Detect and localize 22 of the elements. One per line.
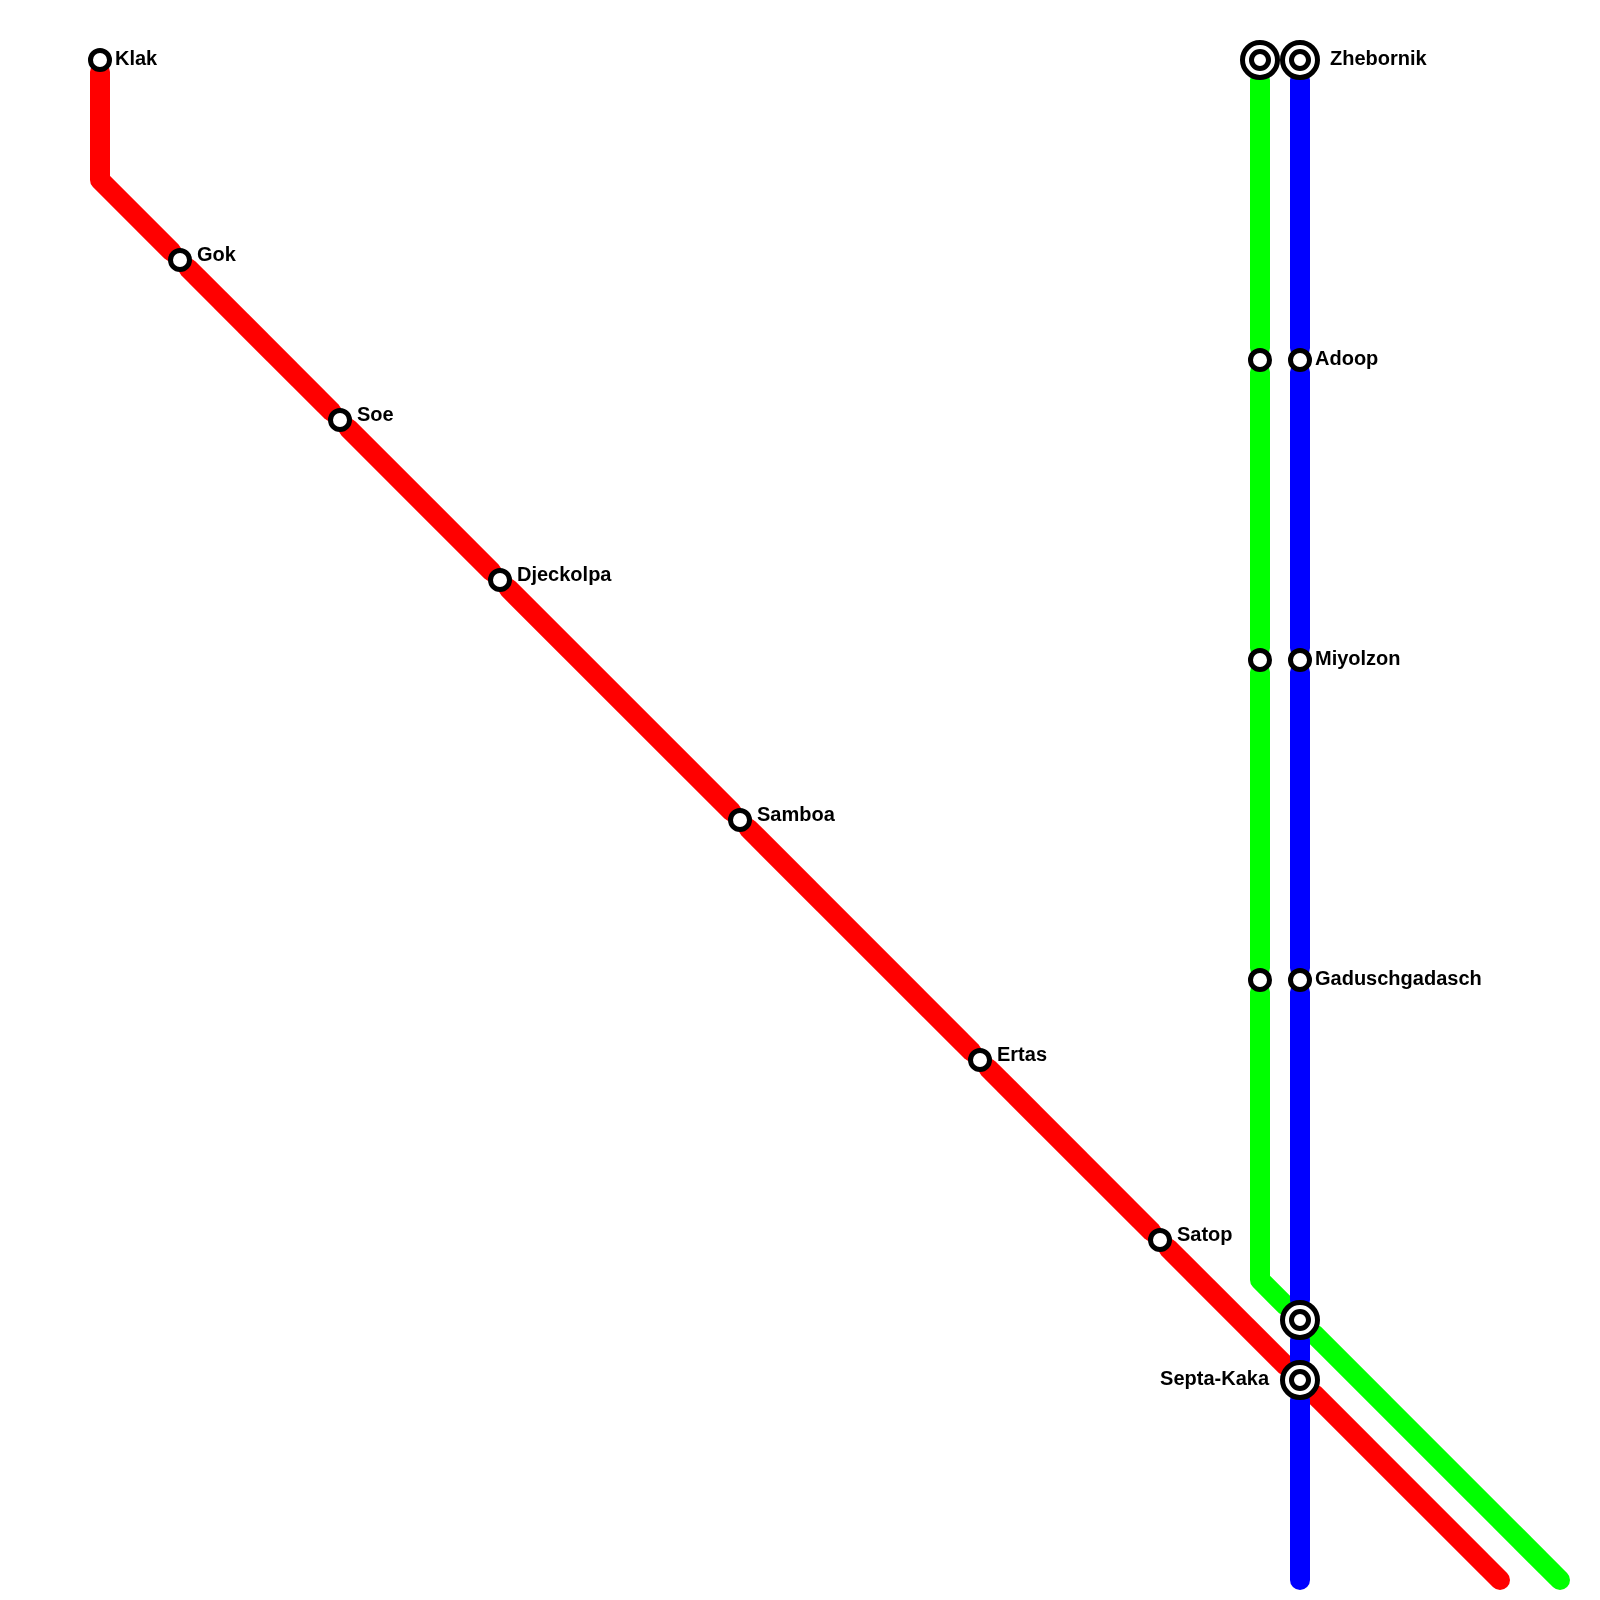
interchange-marker (1240, 40, 1280, 80)
station-name: Gaduschgadasch (1315, 968, 1482, 988)
station-name: Gok (197, 244, 236, 264)
station-name: Miyolzon (1315, 648, 1401, 668)
station-name: Adoop (1315, 348, 1379, 368)
metro-line (738, 818, 982, 1062)
station-name: Zhebornik (1330, 48, 1427, 68)
station-name: Septa-Kaka (1160, 1368, 1269, 1388)
metro-line (338, 418, 502, 582)
station-name: Satop (1177, 1224, 1233, 1244)
metro-line (178, 258, 342, 422)
station-name: Samboa (757, 804, 835, 824)
station-marker (1248, 968, 1272, 992)
station-name: Soe (357, 404, 394, 424)
metro-line (498, 578, 742, 822)
station-name: Ertas (997, 1044, 1048, 1064)
metro-line (978, 1058, 1162, 1242)
station-marker (1248, 348, 1272, 372)
interchange-marker (1280, 1300, 1320, 1340)
station-name: Djeckolpa (517, 564, 612, 584)
station-marker (1248, 648, 1272, 672)
station-name: Klak (115, 48, 158, 68)
